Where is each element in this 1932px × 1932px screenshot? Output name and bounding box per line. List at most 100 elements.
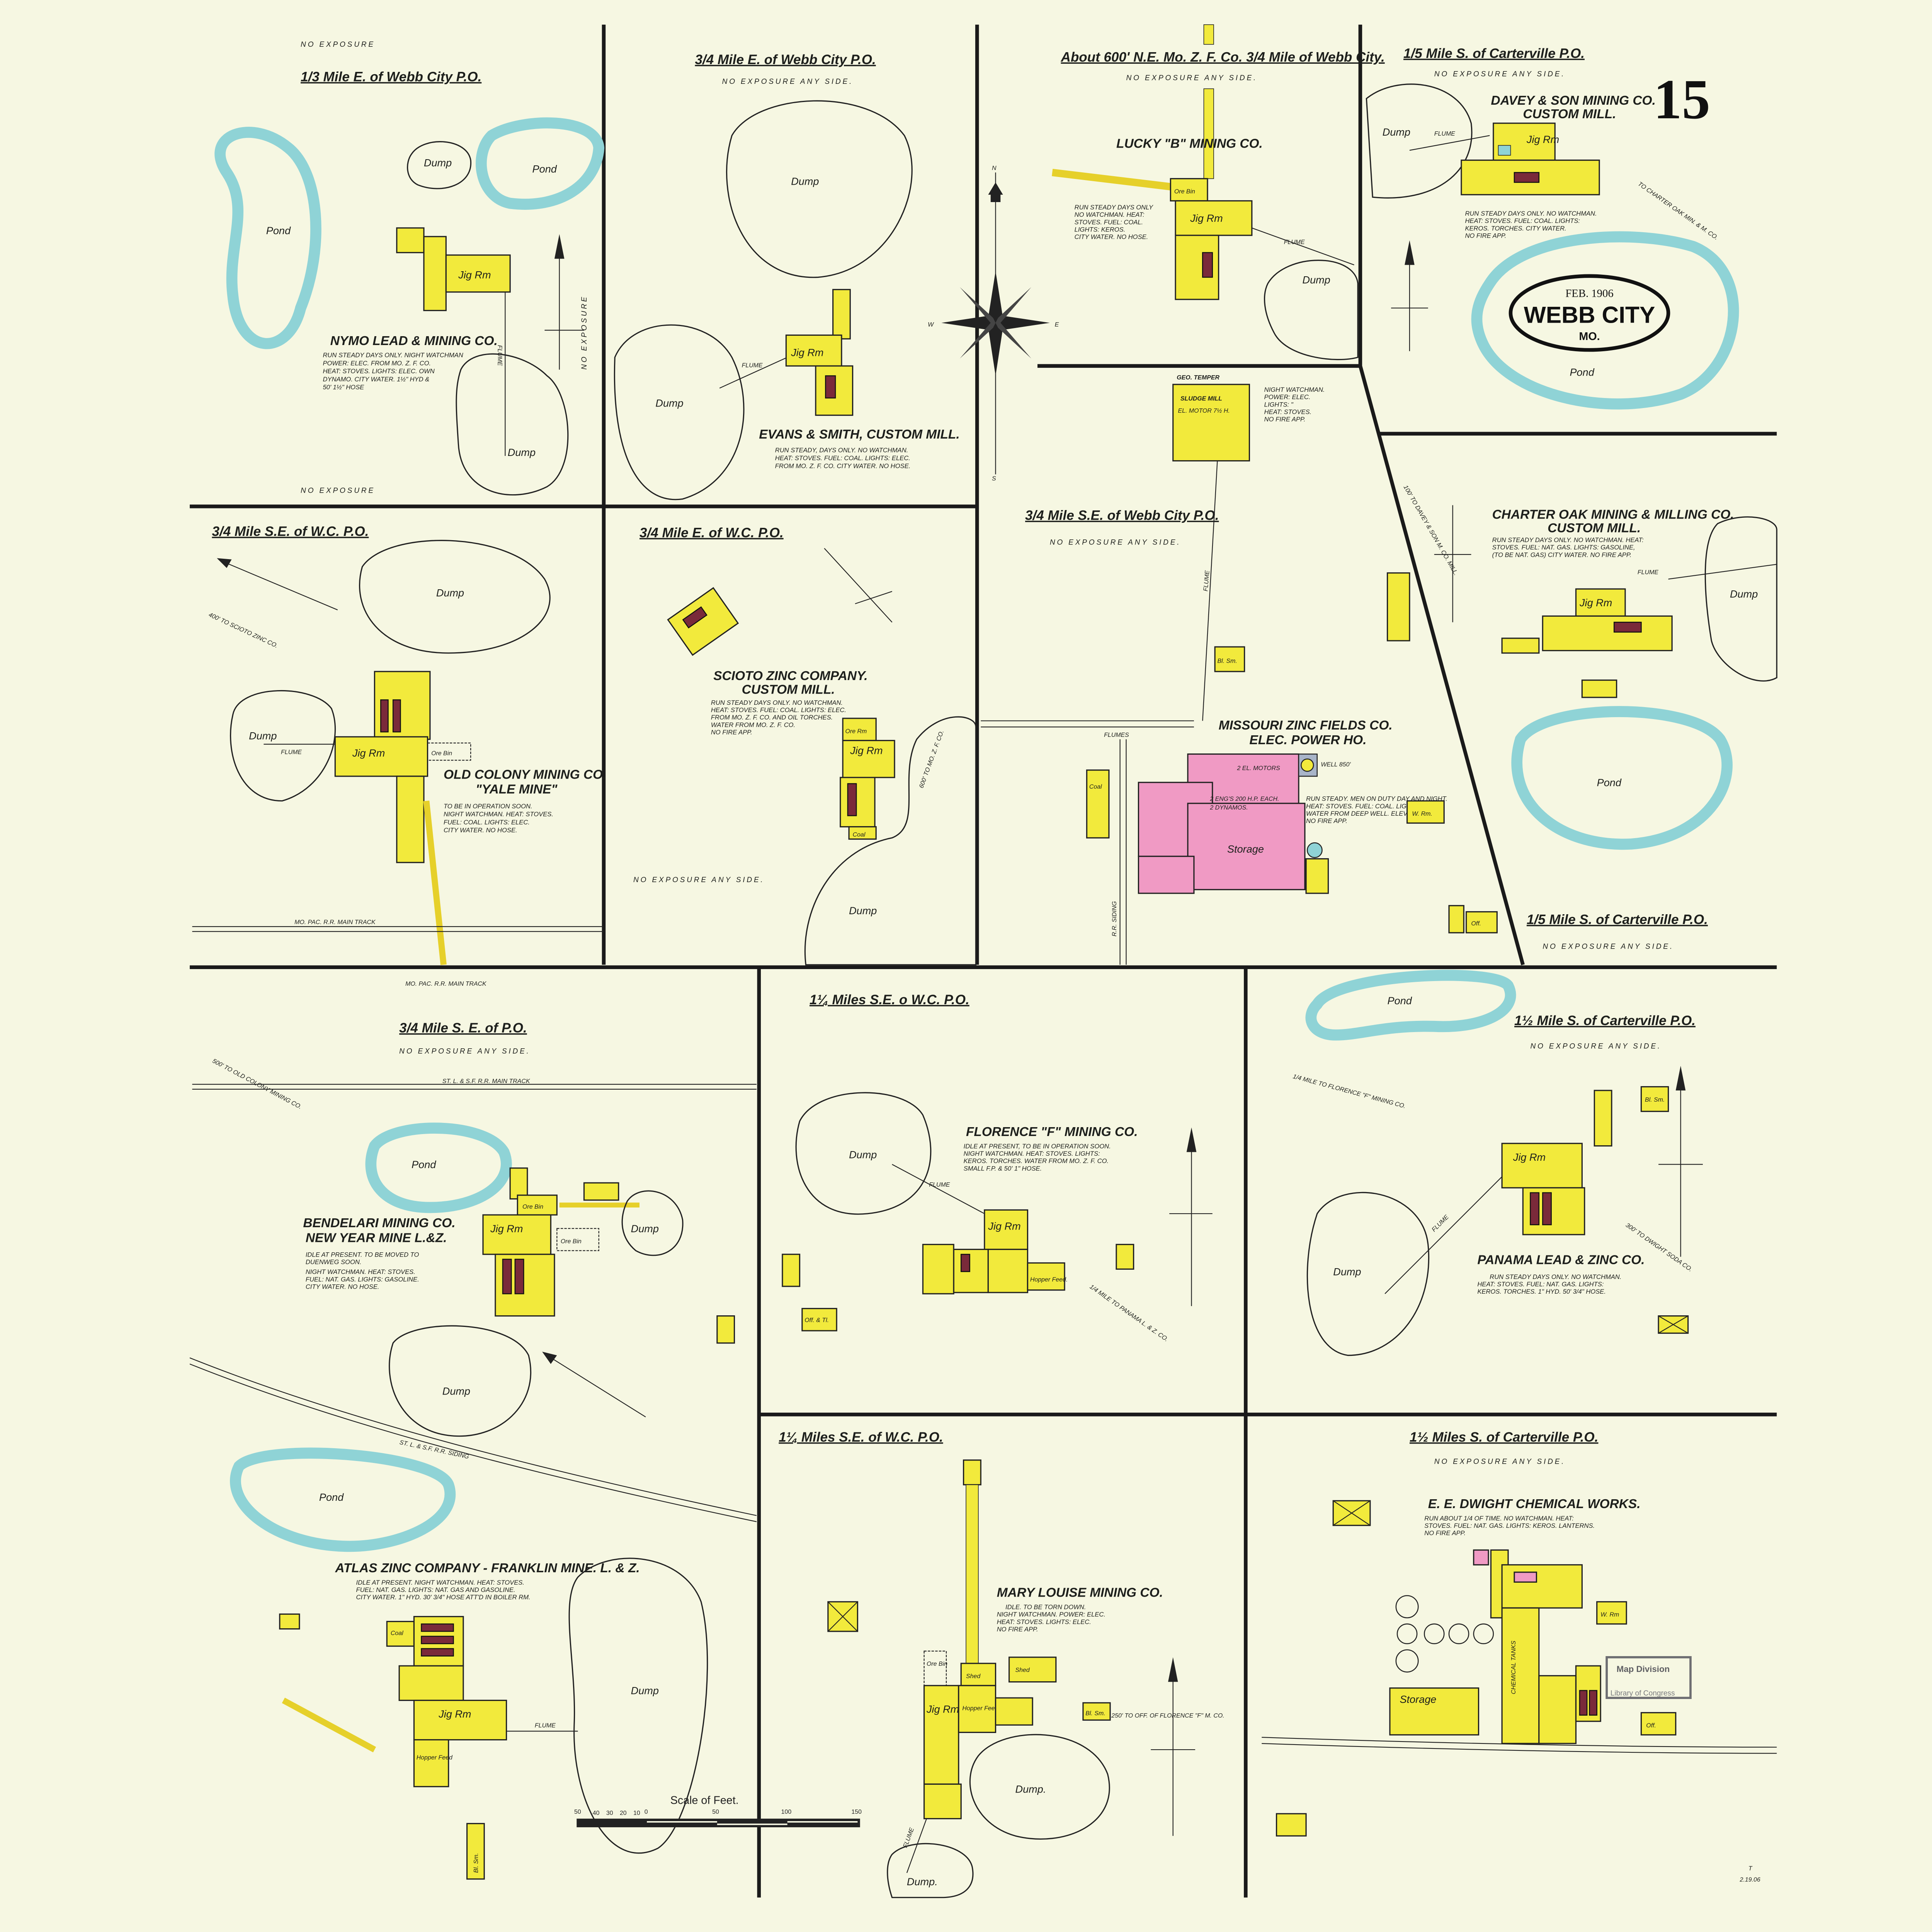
building — [1581, 679, 1617, 698]
building — [1116, 1244, 1134, 1270]
building-w-rm — [1406, 800, 1445, 824]
dump-outline — [1306, 1192, 1430, 1356]
building — [1386, 572, 1410, 641]
scale-bar: Scale of Feet. 50 40 30 20 10 0 50 100 1… — [574, 1794, 862, 1827]
w-rm-label: W. Rm. — [1412, 811, 1432, 817]
building-storage — [1389, 1687, 1480, 1736]
building — [398, 1665, 464, 1701]
jig-room-label: Jig Rm — [850, 745, 883, 757]
pond-label: Pond — [266, 224, 291, 236]
jig-room-label: Jig Rm — [1526, 133, 1559, 145]
coal-label: Coal — [1089, 784, 1102, 790]
company-name: EVANS & SMITH, CUSTOM MILL. — [759, 427, 959, 442]
library-stamp: Map Division Library of Congress — [1605, 1656, 1692, 1699]
notes: IDLE AT PRESENT. TO BE MOVED TO DUENWEG … — [306, 1251, 421, 1291]
company-subtitle: ELEC. POWER HO. — [1249, 733, 1366, 747]
flume-label: FLUME — [496, 345, 503, 366]
exposure-label: NO EXPOSURE ANY SIDE. — [1543, 942, 1674, 951]
dump-outline — [614, 324, 745, 500]
building-hopper — [958, 1685, 997, 1733]
building — [1448, 905, 1464, 934]
building-shed — [1009, 1656, 1057, 1683]
exposure-label: NO EXPOSURE ANY SIDE. — [1434, 70, 1566, 78]
building-jig-room — [785, 334, 842, 367]
dump-outline — [1366, 83, 1473, 199]
dump-label: Dump. — [1015, 1783, 1046, 1795]
dump-outline — [407, 141, 471, 189]
track2-label: ST. L. & S.F. R.R. MAIN TRACK — [442, 1078, 531, 1085]
building-blacksmith — [1082, 1702, 1111, 1721]
north-arrow-icon — [1186, 1127, 1197, 1152]
hopper-label: Hopper Feed — [417, 1755, 453, 1761]
dump-label: Dump — [631, 1685, 659, 1697]
building — [953, 1248, 989, 1293]
pond-shape — [230, 1447, 456, 1552]
shed-label: Shed — [1015, 1667, 1030, 1673]
dump-outline — [230, 690, 336, 802]
building-jig-room — [842, 740, 895, 778]
panel-scioto: 3/4 Mile E. of W.C. P.O. SCIOTO ZINC COM… — [633, 525, 977, 966]
exposure-label: NO EXPOSURE ANY SIDE. — [633, 876, 765, 884]
building — [716, 1315, 735, 1344]
building-ore-room — [842, 718, 877, 742]
dump-outline — [969, 1734, 1110, 1840]
exposure-label: NO EXPOSURE ANY SIDE. — [1050, 538, 1181, 546]
company-name: OLD COLONY MINING CO. — [444, 767, 606, 782]
temper-notes: NIGHT WATCHMAN. POWER: ELEC. LIGHTS: " H… — [1264, 386, 1327, 423]
panel-old-colony: 3/4 Mile S.E. of W.C. P.O. 400' TO SCIOT… — [192, 524, 606, 965]
engines-label: 2 ENG'S 200 H.P. EACH. — [1209, 796, 1279, 803]
title-cartouche — [1509, 274, 1670, 352]
well-label: WELL 850' — [1321, 761, 1351, 768]
building — [509, 1167, 528, 1200]
company-name: BENDELARI MINING CO. — [303, 1216, 455, 1230]
dump-label: Dump — [849, 1148, 877, 1160]
notes: RUN STEADY, DAYS ONLY. NO WATCHMAN. HEAT… — [775, 446, 912, 469]
building-chemical-tanks — [1501, 1607, 1540, 1744]
building — [922, 1244, 954, 1294]
company-name: E. E. DWIGHT CHEMICAL WORKS. — [1428, 1497, 1641, 1511]
jig-room-label: Jig Rm — [458, 269, 491, 281]
city-label: WEBB CITY — [1524, 301, 1655, 328]
dump-label: Dump — [849, 905, 877, 917]
dump-outline — [359, 540, 551, 654]
dump-label: Dump — [249, 730, 277, 742]
building-jig-room — [1575, 588, 1626, 617]
building — [583, 1182, 619, 1201]
siding-label: R.R. SIDING — [1111, 901, 1118, 936]
pond-label: Pond — [1597, 776, 1622, 788]
dump-label: Dump — [1383, 126, 1410, 138]
exposure-label: NO EXPOSURE ANY SIDE. — [722, 78, 854, 86]
company-name: CHARTER OAK MINING & MILLING CO. — [1492, 507, 1734, 522]
jig-room-label: Jig Rm — [926, 1703, 959, 1715]
location-label: 3/4 Mile S.E. of Webb City P.O. — [1025, 508, 1219, 523]
dump-outline — [389, 1325, 531, 1437]
company-name: LUCKY "B" MINING CO. — [1116, 137, 1263, 151]
storage-label: Storage — [1400, 1693, 1436, 1705]
flume-label: FLUME — [1202, 570, 1211, 592]
scale-title: Scale of Feet. — [670, 1794, 739, 1806]
building-ore-bin — [1170, 178, 1208, 202]
north-arrow-icon — [1675, 1066, 1686, 1091]
company-name: PANAMA LEAD & ZINC CO. — [1477, 1253, 1645, 1267]
exposure-side: NO EXPOSURE — [580, 295, 588, 370]
w-rm-label: W. Rm — [1600, 1612, 1619, 1618]
building-blacksmith — [466, 1823, 485, 1880]
location-label: 3/4 Mile S.E. of W.C. P.O. — [212, 524, 369, 539]
exposure-label: NO EXPOSURE ANY SIDE. — [1530, 1043, 1662, 1051]
coal-label: Coal — [853, 832, 866, 838]
trestle — [1203, 24, 1214, 45]
ore-bin-label: Ore Bin — [561, 1238, 582, 1245]
temper-motor: EL. MOTOR 7½ H. — [1178, 408, 1230, 414]
flume-label: FLUME — [929, 1182, 950, 1188]
building — [1276, 1813, 1307, 1837]
company-subtitle: CUSTOM MILL. — [742, 682, 835, 697]
dump-outline — [621, 1190, 684, 1256]
building-hopper — [1027, 1262, 1065, 1291]
company-name: NYMO LEAD & MINING CO. — [330, 334, 498, 348]
panel-borders — [190, 24, 1777, 1898]
compass-e: E — [1055, 321, 1059, 328]
shed-label: Shed — [966, 1673, 981, 1680]
building-jig-room — [984, 1209, 1029, 1250]
state-label: MO. — [1579, 330, 1600, 343]
building-office — [1466, 911, 1498, 934]
